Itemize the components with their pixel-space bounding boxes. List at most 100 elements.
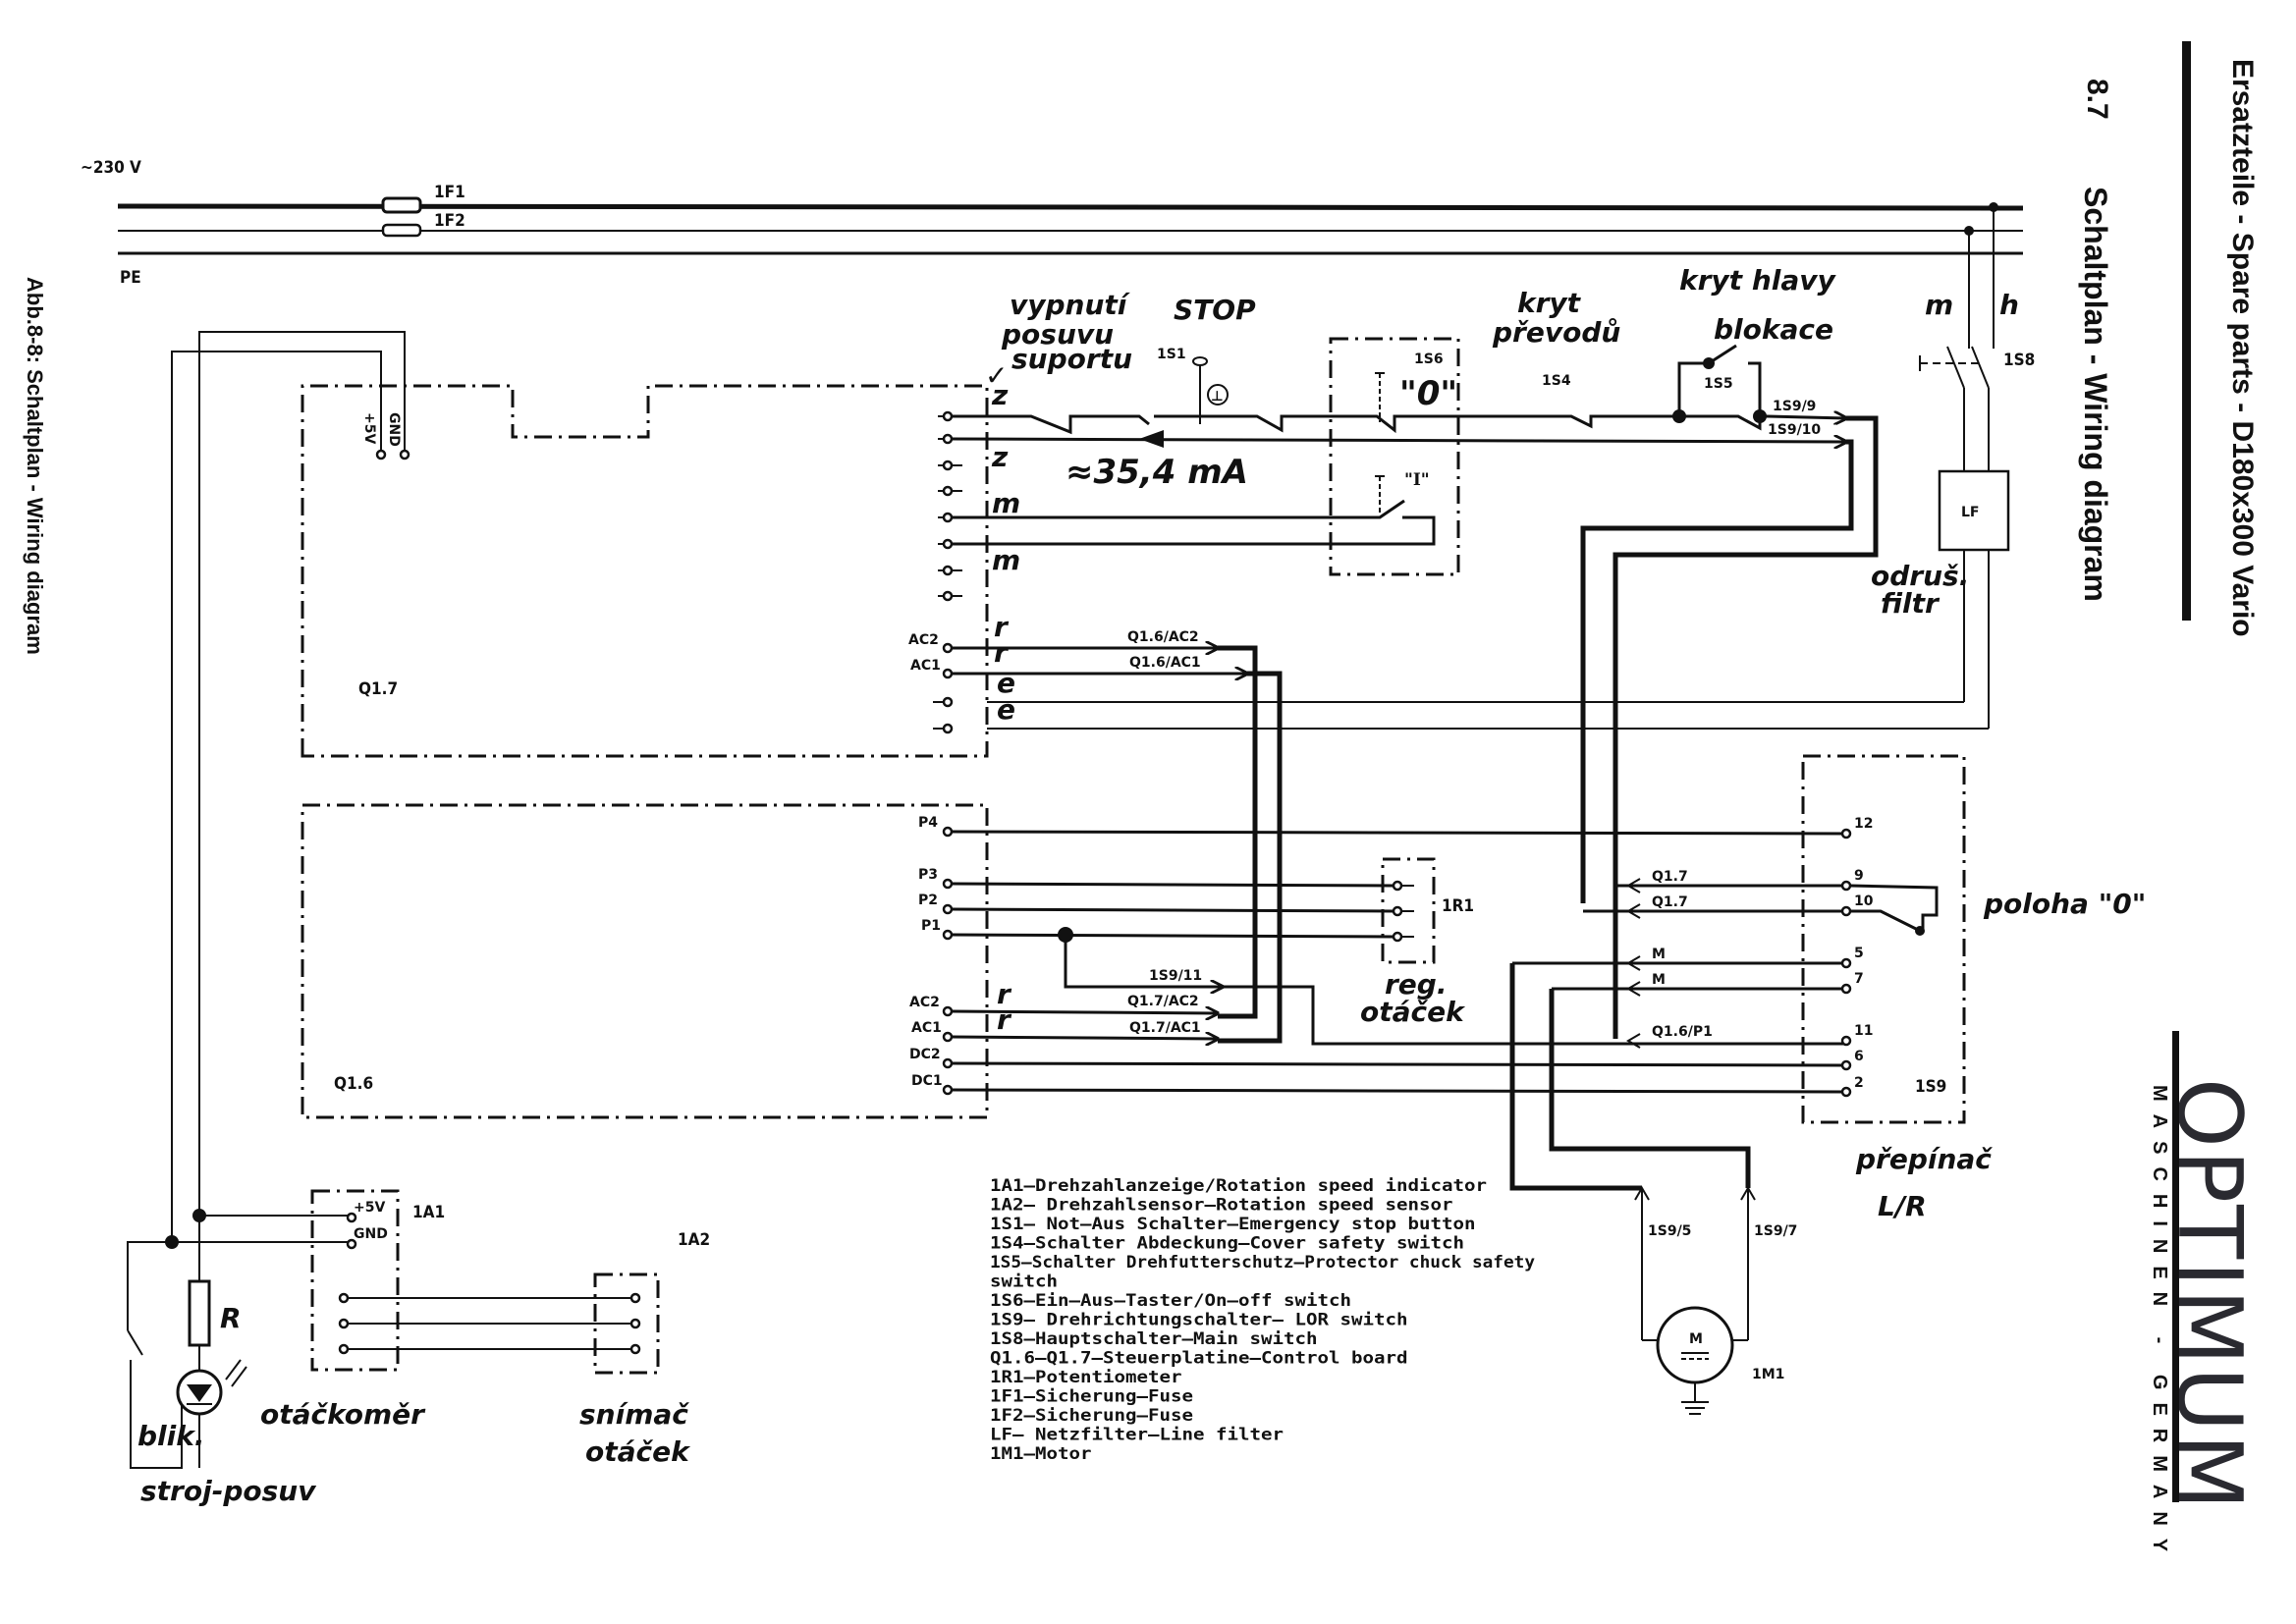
note-reg-1: reg.	[1385, 968, 1447, 1001]
s9-pin-7: 7	[1854, 971, 1864, 987]
s9-pin-12: 12	[1854, 816, 1873, 832]
q17-note-r1: r	[994, 611, 1010, 643]
component-legend: 1A1—Drehzahlanzeige/Rotation speed indic…	[990, 1176, 1535, 1464]
resistor-label: R	[220, 1302, 242, 1334]
note-h: h	[1999, 289, 2019, 321]
q16-pin-p2: P2	[918, 893, 938, 908]
legend-item: 1M1—Motor	[990, 1444, 1092, 1464]
s6-label: 1S6	[1414, 352, 1444, 367]
potentiometer-1r1: 1R1 reg. otáček	[1360, 857, 1474, 1028]
lf-label: LF	[1961, 505, 1979, 520]
q16-out-s911: 1S9/11	[1149, 968, 1202, 984]
q17-note-m2: m	[992, 544, 1020, 576]
s5-label: 1S5	[1704, 376, 1733, 392]
q16-pin-ac1: AC1	[911, 1020, 942, 1036]
q17-note-z1: z	[991, 379, 1009, 411]
q17-note-e2: e	[997, 693, 1015, 726]
s9-pin-11: 11	[1854, 1023, 1873, 1039]
q17-note-m1: m	[992, 487, 1020, 519]
q16-out-ac1: Q1.7/AC1	[1129, 1020, 1201, 1036]
q16-pin-ac2: AC2	[909, 995, 940, 1010]
fuse-1f1	[381, 196, 422, 214]
note-vypnuti: vypnutí	[1010, 289, 1131, 321]
fuse-1f1-label: 1F1	[434, 183, 465, 202]
q17-gnd-label: GND	[386, 412, 402, 447]
note-odrus-2: filtr	[1881, 587, 1941, 620]
s9-in-q17-a: Q1.7	[1652, 869, 1688, 885]
current-direction-arrow	[1139, 430, 1164, 448]
s9-in-m-a: M	[1652, 947, 1666, 962]
s8-label: 1S8	[2003, 351, 2035, 370]
s9-pin-10: 10	[1854, 893, 1874, 909]
emergency-stop-icon: ⊥	[1192, 356, 1229, 424]
q17-5v-label: +5V	[361, 412, 377, 444]
note-suportu: suportu	[1011, 343, 1132, 375]
note-otackomer: otáčkoměr	[260, 1398, 426, 1431]
q17-ac2-label: AC2	[908, 632, 939, 648]
line-filter-lf: LF odruš. filtr	[987, 469, 2010, 730]
speed-sensor-1a2: 1A2 snímač otáček	[579, 1230, 710, 1468]
note-prepinac-2: L/R	[1878, 1190, 1927, 1222]
note-stop: STOP	[1174, 294, 1256, 326]
fuse-1f2	[381, 223, 422, 238]
legend-item: 1A2— Drehzahlsensor—Rotation speed senso…	[990, 1196, 1453, 1216]
note-kryt-prevodu-1: kryt	[1517, 287, 1582, 319]
note-kryt-prevodu-2: převodů	[1492, 316, 1620, 349]
s9-pin-2: 2	[1854, 1075, 1864, 1091]
q17-ac1-label: AC1	[910, 658, 941, 674]
speed-indicator-1a1: 1A1 +5V GND otáčkoměr	[260, 1189, 638, 1431]
q17-out-ac2: Q1.6/AC2	[1127, 629, 1199, 645]
board-q16: Q1.6 P4 P3 P2 P1 AC2 AC1 DC2 DC1 r r	[301, 803, 1847, 1119]
legend-item: LF— Netzfilter—Line filter	[990, 1426, 1284, 1445]
note-snimac-1: snímač	[579, 1398, 689, 1431]
q17-note-r2: r	[994, 636, 1010, 669]
board-q17: Q1.7 +5V GND AC2 AC1 z z m m r	[171, 331, 1020, 1242]
a1-gnd-label: GND	[354, 1226, 388, 1242]
brand-rule	[2172, 1031, 2179, 1502]
q16-note-r1: r	[997, 978, 1012, 1010]
q16-pin-p4: P4	[918, 815, 938, 831]
safety-chain: 1S9/9 1S9/10 1S1 1S4 1S5 ⊥	[951, 344, 1879, 1039]
legend-item: 1S4—Schalter Abdeckung—Cover safety swit…	[990, 1234, 1464, 1254]
q16-pin-p1: P1	[921, 918, 941, 934]
motor-symbol: M	[1689, 1331, 1703, 1347]
handwritten-annotations: vypnutí posuvu suportu STOP ≈35,4 mA kry…	[1001, 264, 1836, 492]
legend-item: 1A1—Drehzahlanzeige/Rotation speed indic…	[990, 1176, 1487, 1196]
legend-item: switch	[990, 1272, 1058, 1292]
legend-item: 1S6—Ein—Aus—Taster/On—off switch	[990, 1291, 1351, 1311]
q16-note-r2: r	[997, 1003, 1012, 1036]
legend-item: 1F2—Sicherung—Fuse	[990, 1406, 1193, 1426]
legend-item: Q1.6—Q1.7—Steuerplatine—Control board	[990, 1349, 1408, 1369]
motor-in-2: 1S9/7	[1754, 1223, 1797, 1239]
note-m: m	[1925, 289, 1953, 321]
checkmark-note: ✓	[985, 359, 1008, 392]
s9-label: 1S9	[1915, 1077, 1946, 1097]
legend-item: 1S5—Schalter Drehfutterschutz—Protector …	[990, 1253, 1535, 1272]
s9-pin-6: 6	[1854, 1049, 1864, 1064]
main-switch-1s8: 1S8 m h	[1919, 207, 2035, 471]
svg-text:⊥: ⊥	[1211, 389, 1224, 405]
q17-pins	[933, 410, 962, 734]
s9-9-label: 1S9/9	[1773, 399, 1816, 414]
s9-in-q16p1: Q1.6/P1	[1652, 1024, 1713, 1040]
q16-pin-p3: P3	[918, 867, 938, 883]
legend-item: 1R1—Potentiometer	[990, 1368, 1182, 1387]
q17-label: Q1.7	[358, 679, 398, 699]
q16-label: Q1.6	[334, 1074, 373, 1094]
r1-label: 1R1	[1442, 896, 1474, 916]
a1-5v-label: +5V	[354, 1200, 385, 1216]
indicator-circuit: R blik. stroj-posuv	[127, 1209, 349, 1507]
q16-pins	[942, 826, 954, 1096]
note-poloha: poloha "0"	[1983, 888, 2146, 920]
s6-pos-i: "I"	[1404, 470, 1430, 490]
legend-item: 1F1—Sicherung—Fuse	[990, 1387, 1193, 1407]
header-rule	[2182, 41, 2191, 621]
a1-label: 1A1	[412, 1203, 445, 1222]
s9-pin-9: 9	[1854, 868, 1864, 884]
q16-out-ac2: Q1.7/AC2	[1127, 994, 1199, 1009]
switch-1s6: 1S6 "0" "I"	[952, 337, 1460, 576]
s9-pin-5: 5	[1854, 946, 1864, 961]
note-blokace: blokace	[1714, 313, 1833, 346]
fuse-1f2-label: 1F2	[434, 211, 465, 231]
s1-label: 1S1	[1157, 347, 1186, 362]
